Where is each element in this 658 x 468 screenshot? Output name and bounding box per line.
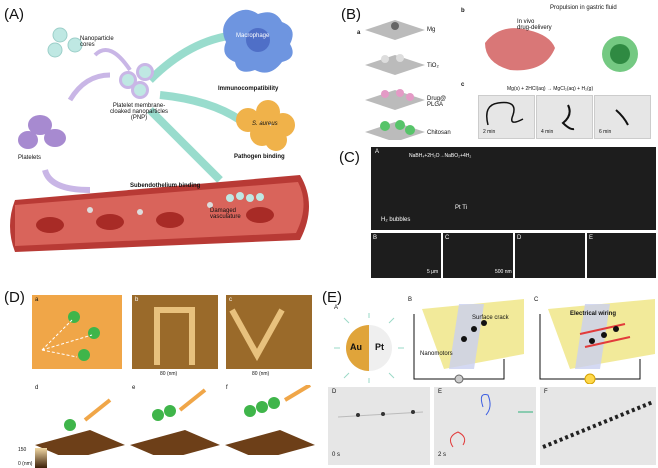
c-main-image <box>371 147 656 230</box>
label-d-scale-b: 80 (nm) <box>160 371 178 377</box>
trajectory-4min <box>536 95 593 139</box>
label-reaction: Mg(s) + 2HCl(aq) → MgCl₂(aq) + H₂(g) <box>507 86 594 92</box>
label-tio2: TiO₂ <box>427 63 439 69</box>
label-nanoparticle-cores: Nanoparticle cores <box>80 36 114 48</box>
label-platelets: Platelets <box>18 155 42 161</box>
label-d-150: 150 <box>18 447 27 453</box>
label-c-c: C <box>445 235 450 241</box>
panel-b-steps <box>365 20 425 140</box>
trajectory-lines <box>486 101 629 131</box>
c-image-b <box>371 233 441 278</box>
label-c-bubbles: H₂ bubbles <box>381 217 411 223</box>
e-circuit-b <box>413 299 524 384</box>
label-pnp: Platelet membrane- cloaked nanoparticles… <box>110 103 169 121</box>
label-in-vivo: In vivo drug-delivery <box>517 19 552 31</box>
label-s-aureus: S. aureus <box>252 121 278 127</box>
label-b-a: a <box>357 30 361 36</box>
label-d-e: e <box>132 385 136 391</box>
label-surface-crack: Surface crack <box>472 315 509 321</box>
d-3d-surfaces <box>35 385 315 455</box>
c-image-c <box>443 233 513 278</box>
label-immunocompatibility: Immunocompatibility <box>218 86 279 92</box>
label-drug: Drug@ PLGA <box>427 96 447 108</box>
label-4min: 4 min <box>541 129 554 135</box>
label-e-2s: 2 s <box>438 452 447 458</box>
label-6min: 6 min <box>599 129 612 135</box>
label-mg: Mg <box>427 27 436 33</box>
label-c-b: B <box>373 235 378 241</box>
label-c-e: E <box>589 235 594 241</box>
panel-label-c: (C) <box>339 149 360 166</box>
label-c-scale2: 500 nm <box>495 269 512 275</box>
panel-d: (D) a b c 80 (nm) 80 (nm) d e f 150 0 (n… <box>0 285 320 468</box>
panel-c: (C) A NaBH₄+2H₂O→NaBO₂+4H₂ Pt Ti H₂ bubb… <box>335 145 658 280</box>
label-d-d: d <box>35 385 39 391</box>
panel-a-graphics <box>10 9 309 252</box>
label-e-d: D <box>332 389 337 395</box>
label-e-e: E <box>438 389 443 395</box>
e-circuit-c <box>539 299 655 384</box>
label-nanomotors: Nanomotors <box>420 351 453 357</box>
label-c-scale1: 5 μm <box>427 269 439 275</box>
label-e-f: F <box>544 389 548 395</box>
label-propulsion: Propulsion in gastric fluid <box>550 5 617 11</box>
label-pathogen-binding: Pathogen binding <box>234 154 285 160</box>
e-image-f <box>540 387 656 465</box>
panel-label-b: (B) <box>341 6 361 23</box>
panel-label-e: (E) <box>322 289 342 306</box>
stomach-graphic <box>485 28 638 72</box>
e-image-e <box>434 387 536 465</box>
d-color-scale <box>35 448 47 468</box>
label-electrical-wiring: Electrical wiring <box>570 311 617 317</box>
label-d-scale-c: 80 (nm) <box>252 371 270 377</box>
panel-b: (B) a b c Mg TiO₂ Drug@ PLGA Chitosan In… <box>335 0 658 145</box>
panel-e: (E) A B C Au Pt Surface crack Nanomotors… <box>322 285 658 467</box>
panel-label-d: (D) <box>4 289 25 306</box>
label-b-c: c <box>461 82 465 88</box>
label-macrophage: Macrophage <box>236 33 270 39</box>
e-image-d <box>328 387 430 465</box>
label-chitosan: Chitosan <box>427 130 451 136</box>
label-e-a: A <box>334 305 339 311</box>
label-c-equation: NaBH₄+2H₂O→NaBO₂+4H₂ <box>409 153 472 159</box>
label-pt: Pt <box>375 342 384 352</box>
label-e-0s: 0 s <box>332 452 341 458</box>
panel-label-a: (A) <box>4 6 24 23</box>
label-d-f: f <box>226 385 228 391</box>
label-c-d: D <box>517 235 522 241</box>
label-e-c: C <box>534 297 539 303</box>
d-graphics-top <box>41 307 285 365</box>
e-janus-particle <box>334 313 404 383</box>
label-2min: 2 min <box>483 129 496 135</box>
label-d-c: c <box>229 297 232 303</box>
label-d-a: a <box>35 297 39 303</box>
c-image-e <box>587 233 656 278</box>
label-c-a: A <box>375 149 380 155</box>
label-d-0nm: 0 (nm) <box>18 461 33 467</box>
label-b-b: b <box>461 8 465 14</box>
c-image-d <box>515 233 585 278</box>
label-damaged: Damaged vasculature <box>210 208 241 220</box>
panel-a: (A) <box>0 0 325 265</box>
e-tracks <box>337 394 654 449</box>
label-d-b: b <box>135 297 139 303</box>
label-c-pt-ti: Pt Ti <box>455 205 468 211</box>
label-subendothelium: Subendothelium binding <box>130 183 201 189</box>
label-e-b: B <box>408 297 413 303</box>
label-au: Au <box>350 342 362 352</box>
